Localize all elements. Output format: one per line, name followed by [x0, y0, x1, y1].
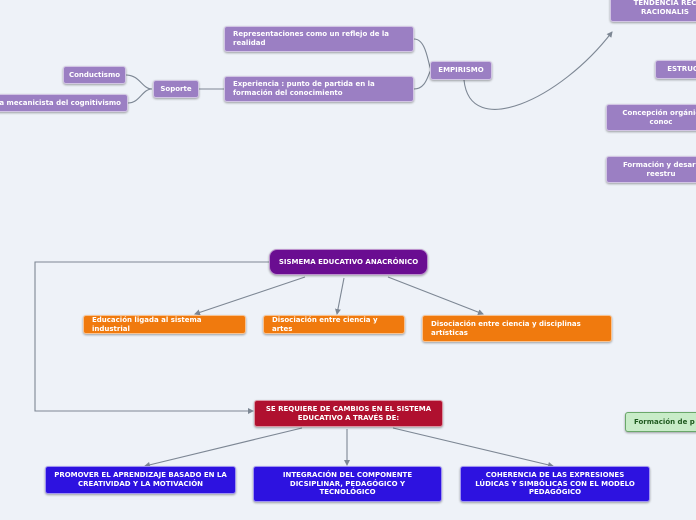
node-concepcion-label: Concepción orgánic conoc	[622, 108, 696, 126]
node-experiencia[interactable]: Experiencia : punto de partida en la for…	[224, 76, 414, 102]
node-coherencia[interactable]: COHERENCIA DE LAS EXPRESIONES LÚDICAS Y …	[460, 466, 650, 502]
link-sistema-disociacion-artes	[335, 277, 345, 315]
node-estructura-label: ESTRUCT	[667, 65, 696, 74]
link-sistema-cambios	[34, 261, 269, 414]
node-sistema-educativo-label: SISMEMA EDUCATIVO ANACRÓNICO	[278, 257, 419, 266]
node-empirismo[interactable]: EMPIRISMO	[430, 61, 492, 80]
node-disociacion-disciplinas-label: Disociación entre ciencia y disciplinas …	[431, 319, 581, 337]
node-integracion-label: INTEGRACIÓN DEL COMPONENTE DICSIPLINAR, …	[282, 470, 413, 497]
node-soporte[interactable]: Soporte	[153, 80, 199, 98]
node-representaciones[interactable]: Representaciones como un reflejo de la r…	[224, 26, 414, 52]
node-tendencia[interactable]: TENDENCIA REC RACIONALIS	[610, 0, 696, 22]
node-sistema-educativo[interactable]: SISMEMA EDUCATIVO ANACRÓNICO	[269, 249, 428, 275]
node-educacion-industrial[interactable]: Educación ligada al sistema industrial	[83, 315, 246, 334]
node-formacion-p-label: Formación de p	[634, 417, 695, 426]
node-concepcion[interactable]: Concepción orgánic conoc	[606, 104, 696, 131]
node-formacion-desarrollo-label: Formación y desarr reestru	[622, 160, 696, 178]
link-cambios-coherencia	[392, 427, 554, 468]
node-conductismo-label: Conductismo	[68, 70, 121, 79]
link-empirismo-tendencia	[463, 31, 613, 110]
node-empirismo-label: EMPIRISMO	[438, 66, 484, 75]
node-disociacion-disciplinas[interactable]: Disociación entre ciencia y disciplinas …	[422, 315, 612, 342]
node-estructura[interactable]: ESTRUCT	[655, 60, 696, 79]
link-soporte-mecanicista	[127, 88, 153, 104]
node-cambios-label: SE REQUIERE DE CAMBIOS EN EL SISTEMA EDU…	[265, 404, 432, 422]
node-experiencia-label: Experiencia : punto de partida en la for…	[233, 80, 375, 97]
node-mecanicista-label: a mecanicista del cognitivismo	[0, 98, 121, 107]
node-formacion-desarrollo[interactable]: Formación y desarr reestru	[606, 156, 696, 183]
node-conductismo[interactable]: Conductismo	[63, 66, 126, 84]
node-formacion-p[interactable]: Formación de p	[625, 412, 696, 432]
link-sistema-disociacion-disciplinas	[387, 276, 484, 315]
node-cambios[interactable]: SE REQUIERE DE CAMBIOS EN EL SISTEMA EDU…	[254, 400, 443, 427]
node-mecanicista[interactable]: a mecanicista del cognitivismo	[0, 94, 128, 112]
node-coherencia-label: COHERENCIA DE LAS EXPRESIONES LÚDICAS Y …	[475, 470, 635, 497]
link-cambios-promover	[144, 427, 303, 468]
node-representaciones-label: Representaciones como un reflejo de la r…	[233, 30, 390, 47]
node-tendencia-label: TENDENCIA REC RACIONALIS	[633, 0, 696, 16]
node-soporte-label: Soporte	[160, 84, 192, 93]
node-educacion-industrial-label: Educación ligada al sistema industrial	[92, 315, 202, 333]
node-disociacion-artes[interactable]: Disociación entre ciencia y artes	[263, 315, 405, 334]
node-promover-label: PROMOVER EL APRENDIZAJE BASADO EN LA CRE…	[54, 471, 227, 488]
node-integracion[interactable]: INTEGRACIÓN DEL COMPONENTE DICSIPLINAR, …	[253, 466, 442, 502]
link-sistema-educacion	[194, 276, 306, 316]
link-soporte-conductismo	[125, 74, 153, 90]
node-promover[interactable]: PROMOVER EL APRENDIZAJE BASADO EN LA CRE…	[45, 466, 236, 494]
node-disociacion-artes-label: Disociación entre ciencia y artes	[272, 315, 378, 333]
